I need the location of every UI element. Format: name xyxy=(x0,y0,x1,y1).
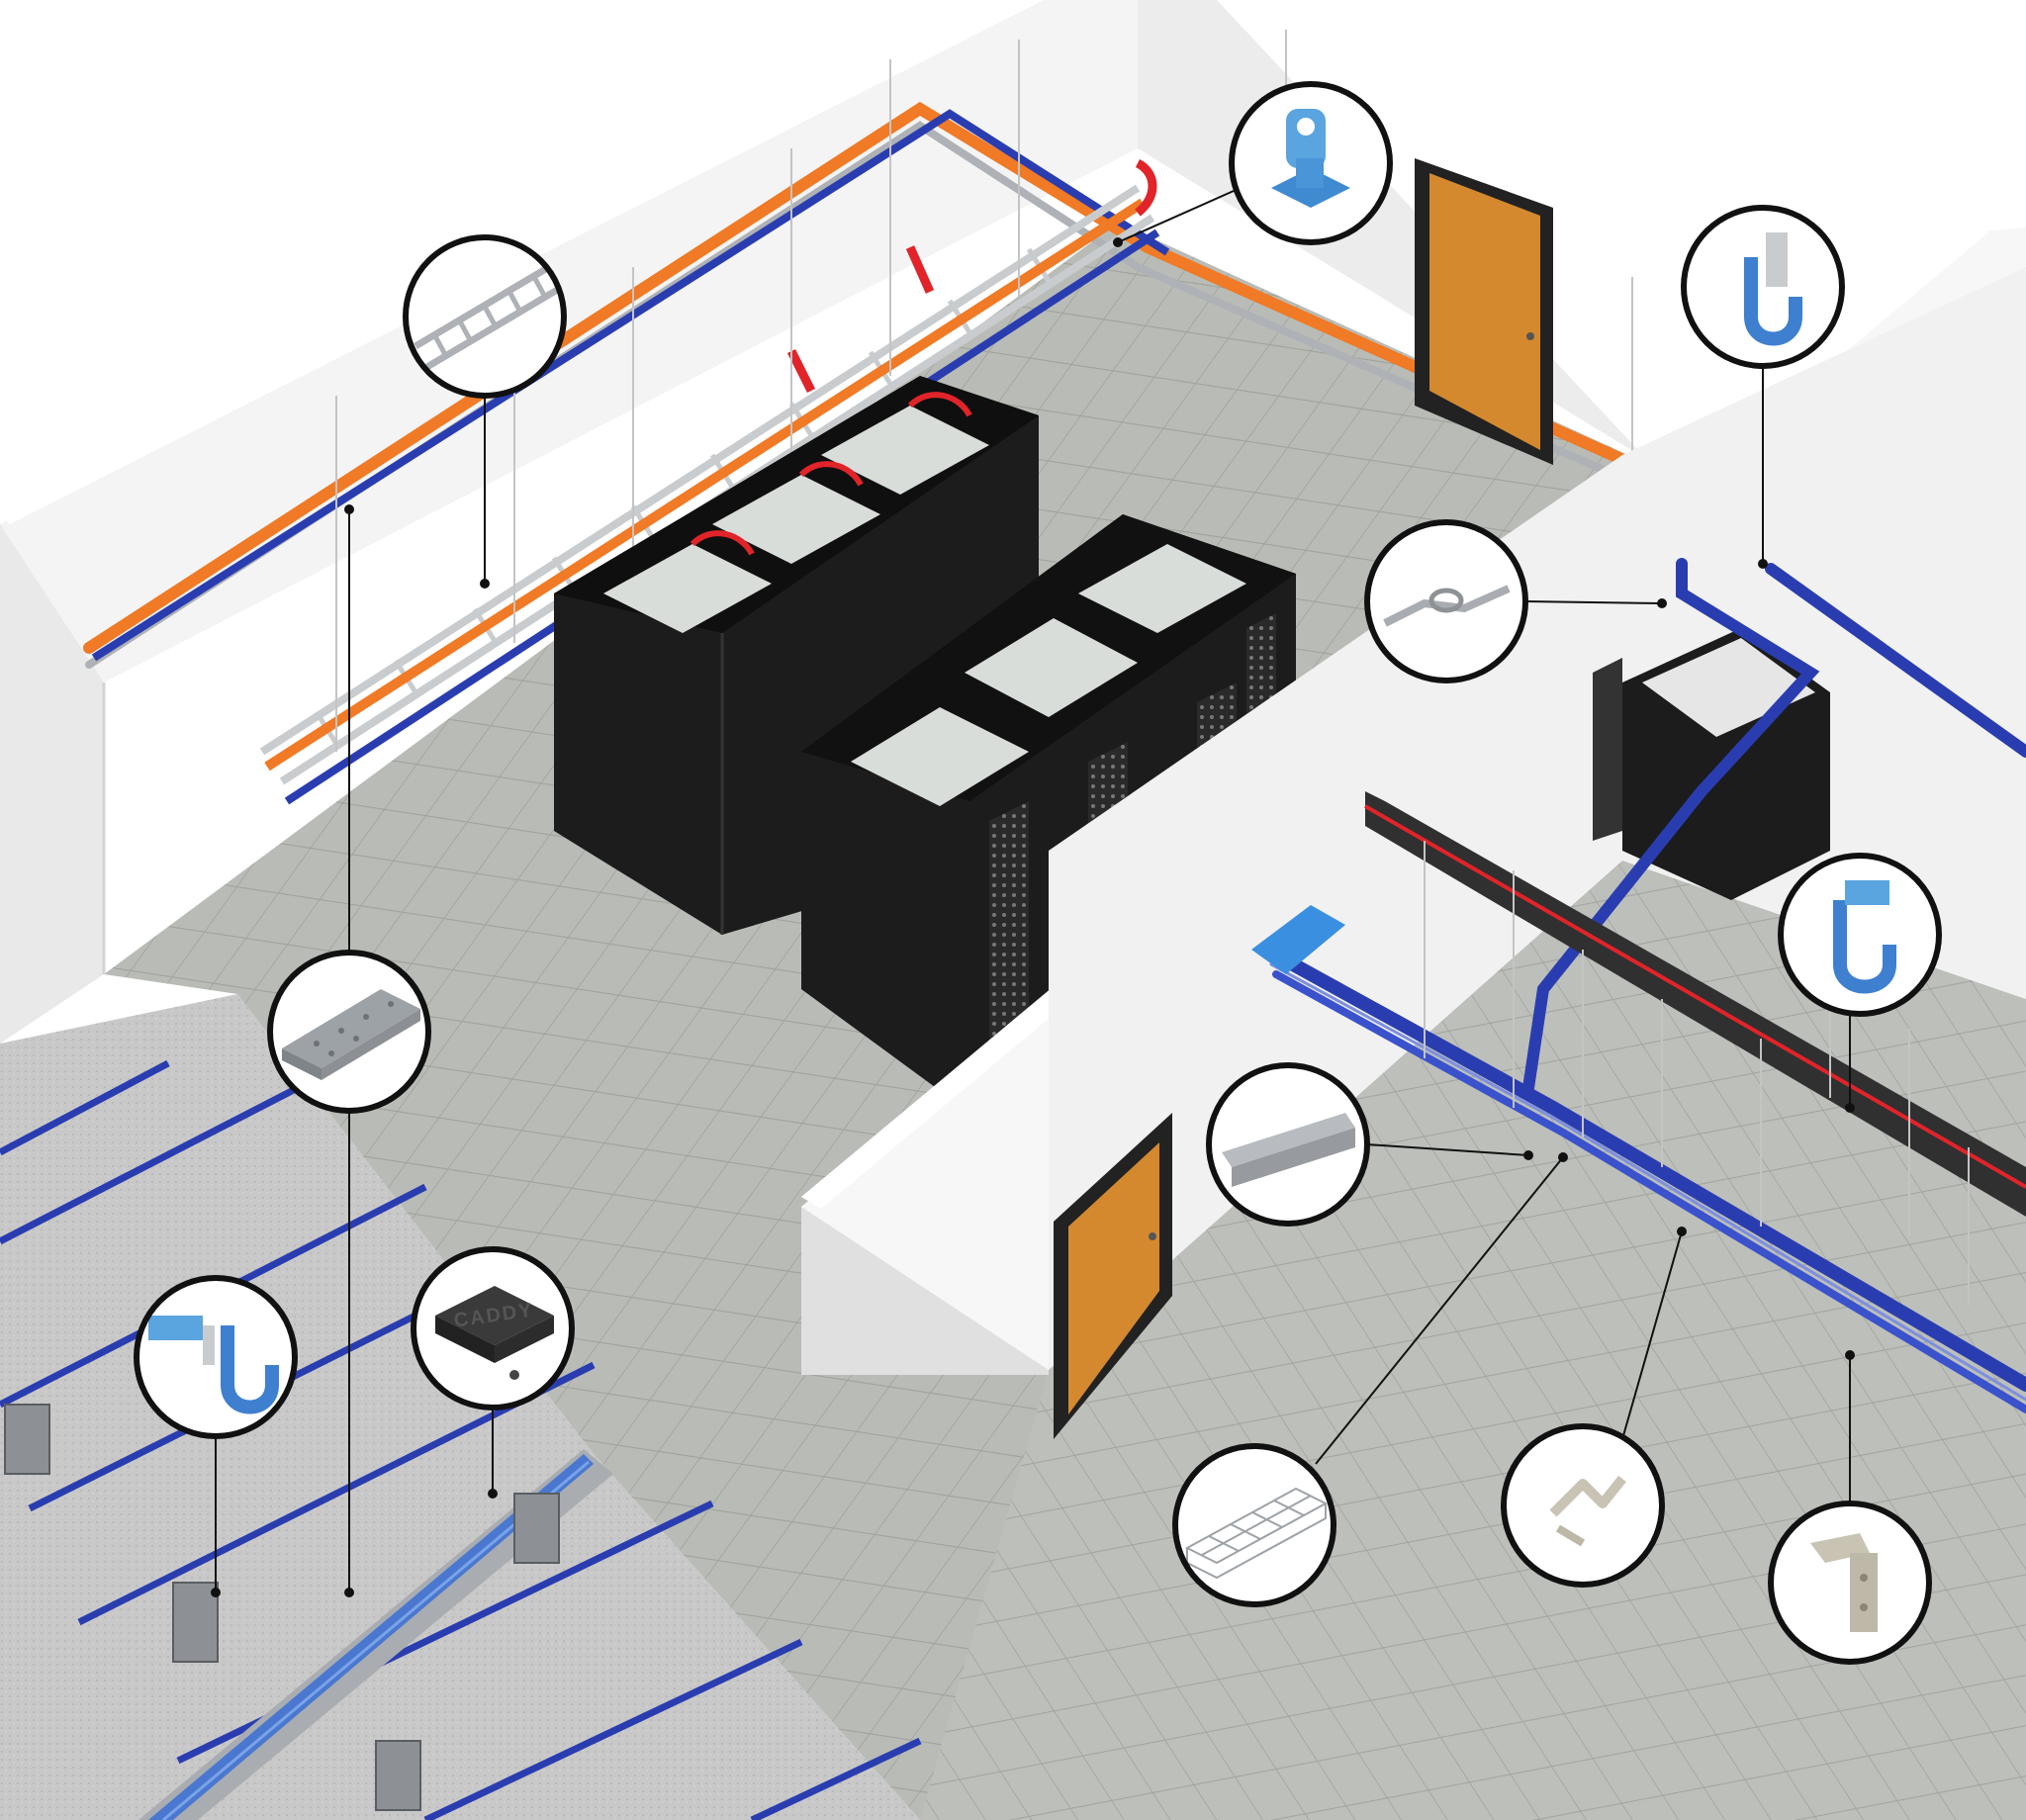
cable-ladder-icon xyxy=(414,263,561,372)
j-hook-icon xyxy=(148,1316,279,1414)
callout-j-hook-floor[interactable] xyxy=(134,1275,298,1439)
callout-j-hook-right[interactable] xyxy=(1778,853,1942,1017)
callout-anchor-dots xyxy=(211,237,1855,1597)
concrete-subfloor xyxy=(0,994,920,1820)
left-room-left-wall xyxy=(0,524,104,1044)
bridle-ring-icon xyxy=(1383,585,1511,627)
right-room-red-strut xyxy=(1364,791,2026,1217)
strut-channel-icon xyxy=(1222,1113,1355,1187)
callout-leader-lines xyxy=(215,182,1851,1592)
partition-door xyxy=(1054,1113,1172,1439)
right-room-hanger-rods xyxy=(1424,841,1970,1306)
right-room-blue-ducts xyxy=(1259,558,2026,1413)
j-hook-icon xyxy=(1744,232,1802,346)
back-room-door xyxy=(1415,158,1553,465)
callout-bridle-ring[interactable] xyxy=(1364,519,1528,683)
overhead-blue-cable xyxy=(91,109,1170,662)
callout-beam-clamp[interactable] xyxy=(1229,81,1393,245)
callout-j-hook-top-right[interactable] xyxy=(1681,205,1845,369)
partition-wall-side xyxy=(801,1207,1049,1375)
wire-mesh-tray-icon xyxy=(1184,1487,1329,1580)
blue-patch-panel xyxy=(1251,905,1345,974)
floor-box-icon: CADDY xyxy=(435,1286,554,1380)
callout-ladder-tray[interactable] xyxy=(403,234,567,399)
callout-floor-box[interactable]: CADDY xyxy=(411,1246,575,1410)
floor-pedestals xyxy=(4,1404,560,1811)
beam-clamp-icon xyxy=(1271,109,1350,208)
callout-angle-bracket[interactable] xyxy=(1768,1501,1932,1665)
red-power-cables xyxy=(786,158,1157,394)
callout-wire-mesh-tray[interactable] xyxy=(1172,1443,1336,1607)
callout-hanger-clip[interactable] xyxy=(1501,1423,1665,1588)
hanger-clip-icon xyxy=(1549,1475,1626,1547)
j-hook-icon xyxy=(1833,880,1896,994)
angle-bracket-icon xyxy=(1810,1533,1878,1632)
perforated-tray-icon xyxy=(282,989,420,1080)
callout-perforated-tray[interactable] xyxy=(267,950,431,1114)
callout-strut-channel[interactable] xyxy=(1206,1062,1370,1227)
